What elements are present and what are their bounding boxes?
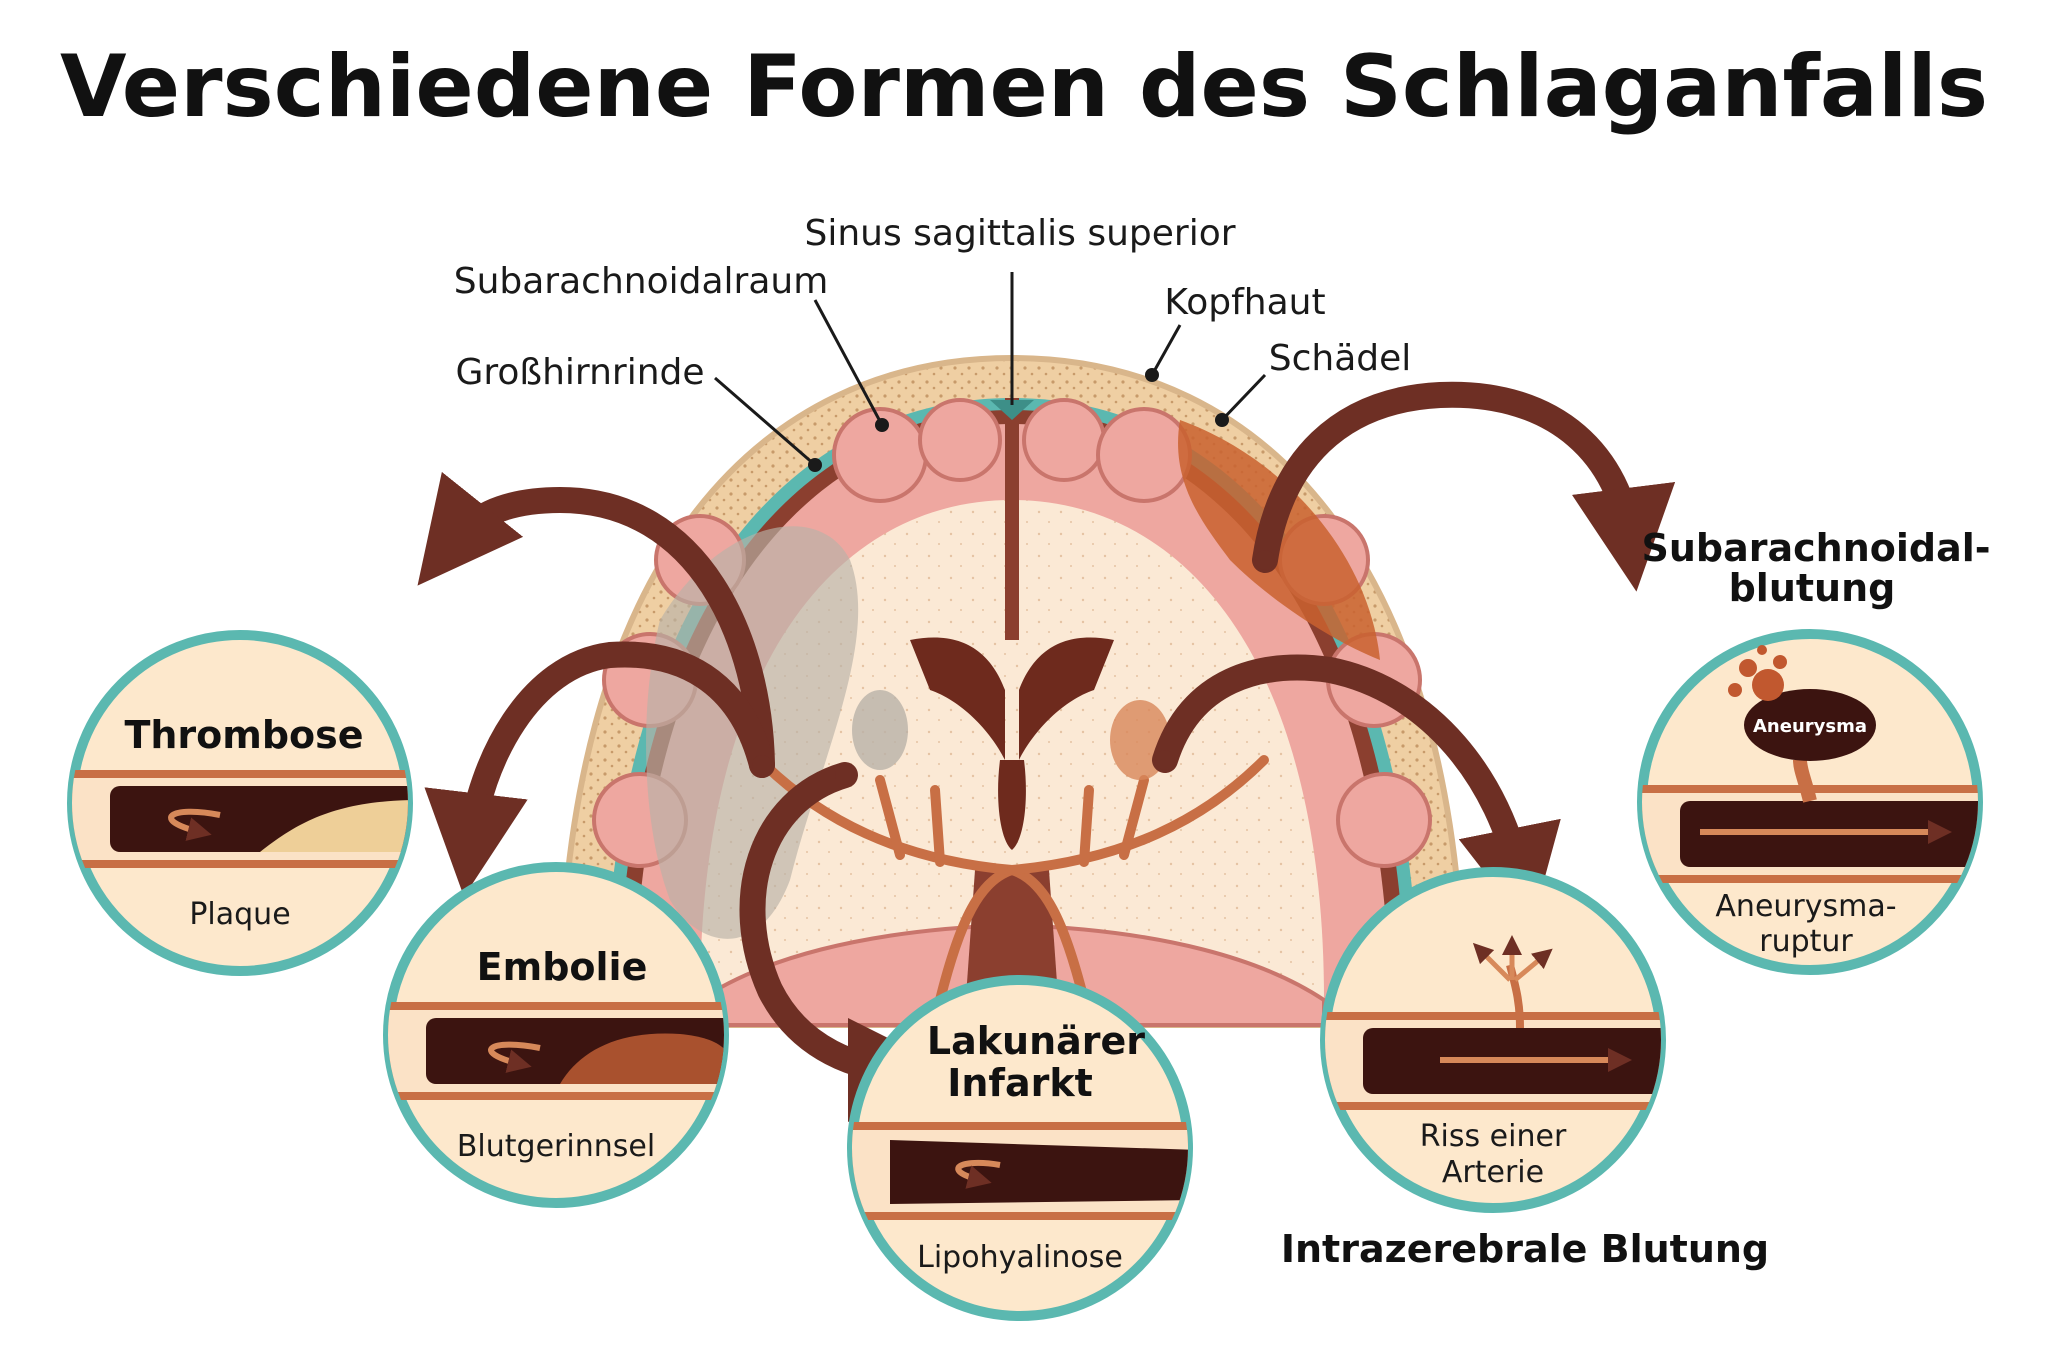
arrow-embolie <box>424 641 775 897</box>
brain-cross-section <box>556 354 1468 1028</box>
lakunaerer-title-line1: Lakunärer <box>927 1019 1145 1063</box>
label-kopfhaut: Kopfhaut <box>1164 282 1325 323</box>
embolie-caption: Blutgerinnsel <box>457 1129 655 1164</box>
sab-title-line2: blutung <box>1729 566 1896 610</box>
ich-label: Intrazerebrale Blutung <box>1281 1227 1769 1271</box>
lacunar-lesion <box>852 690 908 770</box>
panel-embolie: Embolie Blutgerinnsel <box>383 862 729 1208</box>
aneurysm-label: Aneurysma <box>1753 716 1867 737</box>
panel-thrombose: Thrombose Plaque <box>67 630 413 976</box>
cerebral-arteries <box>755 755 1269 1005</box>
label-subarachnoidalraum: Subarachnoidalraum <box>454 261 829 302</box>
embolie-title: Embolie <box>477 945 648 989</box>
rupture-splatter <box>1728 645 1787 701</box>
arrow-thrombose <box>417 471 775 778</box>
plaque <box>260 800 408 852</box>
thrombose-title: Thrombose <box>124 713 363 757</box>
page-title: Verschiedene Formen des Schlaganfalls <box>60 37 1988 137</box>
label-grosshirnrinde: Großhirnrinde <box>455 352 704 393</box>
sab-caption-line1: Aneurysma- <box>1715 889 1896 924</box>
blood-clot <box>560 1033 724 1084</box>
ventricles <box>910 637 1114 850</box>
pathway-arrows <box>417 381 1676 1122</box>
sab-title-line1: Subarachnoidal- <box>1641 526 1990 570</box>
label-sinus-sagittalis: Sinus sagittalis superior <box>804 213 1235 254</box>
ich-caption-line2: Arterie <box>1442 1155 1544 1190</box>
aneurysm <box>1744 689 1876 761</box>
arrow-intrazerebral <box>1152 654 1561 931</box>
label-schaedel: Schädel <box>1269 338 1412 379</box>
ich-caption-line1: Riss einer <box>1420 1119 1567 1154</box>
lakunaerer-title-line2: Infarkt <box>947 1061 1093 1105</box>
panel-intrazerebrale-blutung: Riss einer Arterie Intrazerebrale Blutun… <box>1281 867 1769 1271</box>
lakunaerer-caption: Lipohyalinose <box>917 1240 1123 1275</box>
arrow-subarachnoidal <box>1252 381 1676 592</box>
panel-lakunaerer-infarkt: Lakunärer Infarkt Lipohyalinose <box>847 975 1193 1321</box>
sab-caption-line2: ruptur <box>1759 924 1853 959</box>
panel-subarachnoidalblutung: Aneurysma Subarachnoidal- blutung Aneury… <box>1637 526 1991 975</box>
thrombose-caption: Plaque <box>189 897 290 932</box>
sinus-sagittalis <box>990 400 1034 420</box>
arrow-lakunaer <box>739 762 952 1122</box>
